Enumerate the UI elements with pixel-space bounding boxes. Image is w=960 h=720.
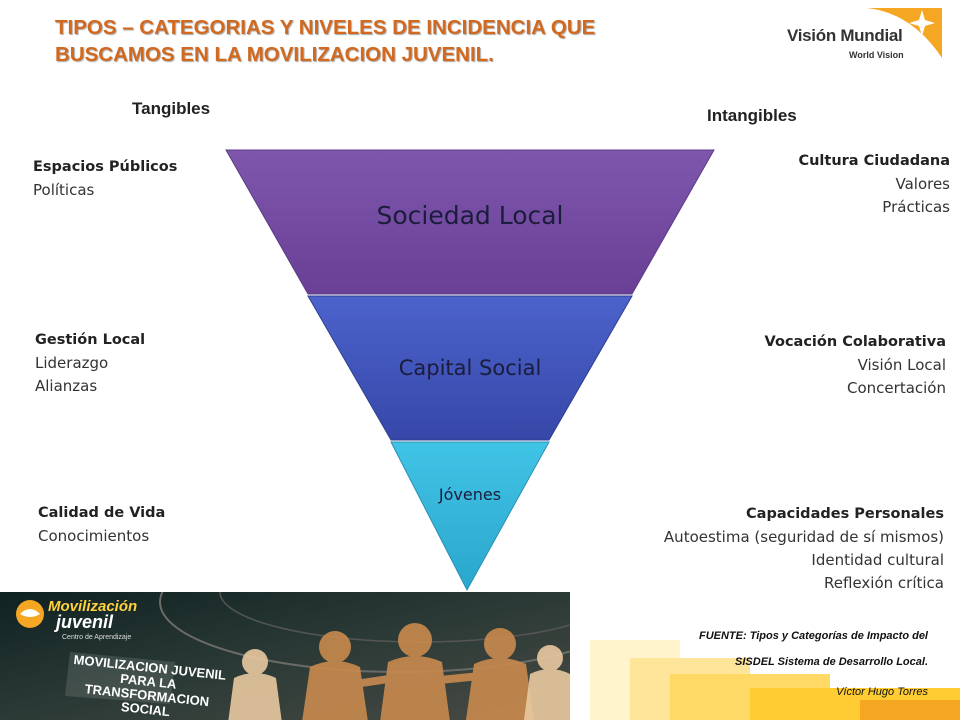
logo-subtitle: World Vision — [849, 50, 904, 60]
world-vision-logo: Visión Mundial World Vision — [767, 8, 942, 70]
header-tangibles: Tangibles — [132, 99, 211, 118]
pyramid-label-1: Sociedad Local — [376, 201, 564, 230]
header-intangibles: Intangibles — [707, 106, 797, 125]
source-line-2: SISDEL Sistema de Desarrollo Local. — [735, 656, 928, 668]
pyramid-level-jovenes — [390, 441, 550, 592]
pyramid-label-3: Jóvenes — [438, 485, 502, 504]
slide-title: TIPOS – CATEGORIAS Y NIVELES DE INCIDENC… — [55, 14, 695, 68]
left-item-title: Gestión Local — [35, 332, 146, 348]
pyramid-level-sociedad-local — [225, 149, 715, 295]
decorative-steps — [570, 600, 960, 720]
right-item-line: Autoestima (seguridad de sí mismos) — [663, 528, 944, 546]
pyramid-level-capital-social — [307, 295, 633, 441]
right-item-title: Cultura Ciudadana — [798, 153, 950, 169]
left-item-gestion: Gestión Local Liderazgo Alianzas — [35, 329, 145, 398]
left-item-title: Calidad de Vida — [38, 505, 166, 521]
right-item-line: Concertación — [847, 379, 946, 397]
logo-name: Visión Mundial — [787, 26, 903, 45]
left-item-line: Liderazgo — [35, 354, 109, 372]
slide-title-line-2: BUSCAMOS EN LA MOVILIZACION JUVENIL. — [55, 43, 494, 66]
movilizacion-juvenil-photo: Movilización juvenil Centro de Aprendiza… — [0, 592, 570, 720]
left-item-line: Conocimientos — [38, 527, 150, 545]
pyramid-label-2: Capital Social — [398, 356, 542, 380]
right-item-vocacion: Vocación Colaborativa Visión Local Conce… — [686, 331, 946, 400]
photo-artwork — [0, 592, 570, 720]
left-item-calidad: Calidad de Vida Conocimientos — [38, 502, 165, 548]
left-item-title: Espacios Públicos — [33, 159, 178, 175]
left-item-espacios: Espacios Públicos Políticas — [33, 156, 177, 202]
left-item-line: Políticas — [33, 181, 95, 199]
logo-swoosh-icon — [867, 8, 942, 58]
right-item-line: Reflexión crítica — [824, 574, 944, 592]
right-item-title: Capacidades Personales — [746, 506, 944, 522]
right-item-line: Prácticas — [882, 198, 950, 216]
photo-logo-line-2: juvenil — [56, 612, 114, 632]
right-item-line: Identidad cultural — [811, 551, 944, 569]
photo-logo-line-3: Centro de Aprendizaje — [62, 634, 132, 641]
right-item-cultura: Cultura Ciudadana Valores Prácticas — [690, 150, 950, 219]
right-item-title: Vocación Colaborativa — [764, 334, 946, 350]
source-line-1: FUENTE: Tipos y Categorías de Impacto de… — [698, 630, 928, 642]
right-item-line: Valores — [895, 175, 950, 193]
right-item-capacidades: Capacidades Personales Autoestima (segur… — [614, 503, 944, 595]
slide-title-line-1: TIPOS – CATEGORIAS Y NIVELES DE INCIDENC… — [55, 16, 596, 39]
source-line-3: Víctor Hugo Torres — [836, 686, 928, 698]
right-item-line: Visión Local — [857, 356, 946, 374]
left-item-line: Alianzas — [35, 377, 98, 395]
photo-logo-line-1: Movilización — [48, 598, 138, 615]
